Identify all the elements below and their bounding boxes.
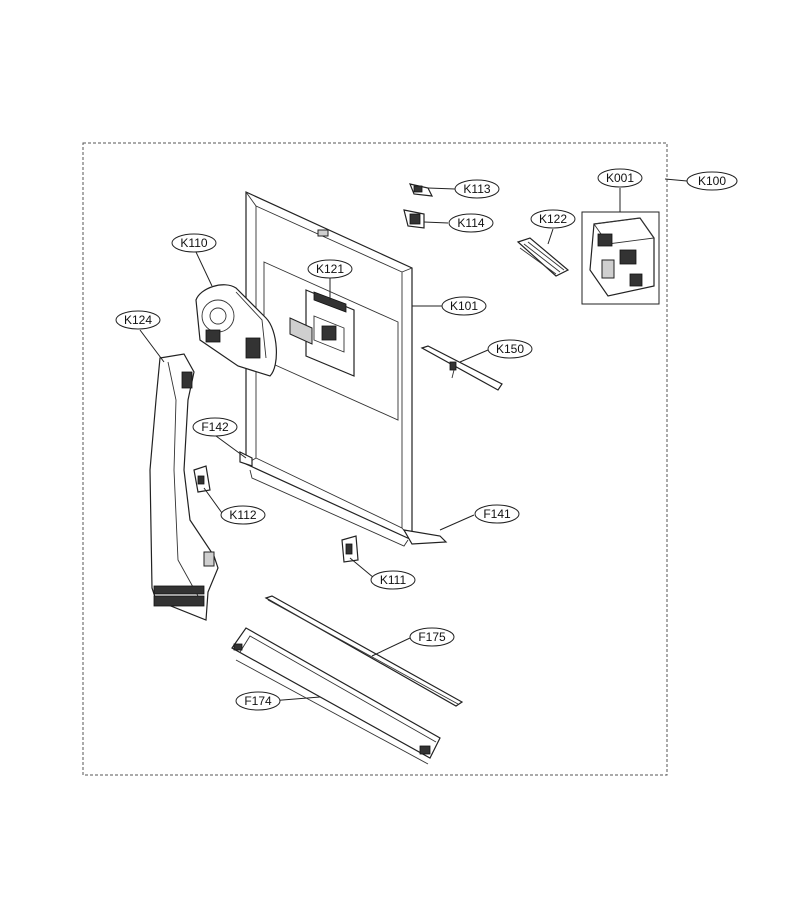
callout-f174: F174 <box>235 691 281 711</box>
callout-k100: K100 <box>686 171 738 191</box>
callout-f142: F142 <box>192 417 238 437</box>
label-k100: K100 <box>698 174 726 188</box>
callout-k122: K122 <box>530 209 576 229</box>
callout-k101: K101 <box>441 296 487 316</box>
label-k001: K001 <box>606 171 634 185</box>
label-k124: K124 <box>124 313 152 327</box>
callout-f175: F175 <box>409 627 455 647</box>
label-f142: F142 <box>201 420 229 434</box>
assembly-boundary <box>82 142 668 776</box>
callout-f141: F141 <box>474 504 520 524</box>
callout-k110: K110 <box>171 233 217 253</box>
control-module-k001 <box>589 217 655 297</box>
latch-k114 <box>403 209 425 229</box>
vent-module-k110 <box>195 284 277 377</box>
channel-f174 <box>231 627 441 765</box>
callout-k111: K111 <box>370 570 416 590</box>
label-k114: K114 <box>457 216 484 230</box>
side-trim-k124 <box>149 353 219 621</box>
callout-k113: K113 <box>454 179 500 199</box>
clip-k112 <box>193 465 211 493</box>
callout-k114: K114 <box>448 213 494 233</box>
callout-k124: K124 <box>115 310 161 330</box>
label-k122: K122 <box>539 212 567 226</box>
label-k101: K101 <box>450 299 478 313</box>
callout-k112: K112 <box>220 505 266 525</box>
label-k121: K121 <box>316 262 344 276</box>
label-k110: K110 <box>180 236 207 250</box>
rail-k150 <box>420 345 503 391</box>
bracket-k113 <box>409 183 434 197</box>
dispenser-k121 <box>289 289 355 377</box>
grille-k122 <box>516 237 570 277</box>
label-f175: F175 <box>418 630 446 644</box>
callout-k150: K150 <box>487 339 533 359</box>
label-k111: K111 <box>380 573 407 587</box>
leader-lines <box>139 178 688 702</box>
label-k150: K150 <box>496 342 524 356</box>
callout-k001: K001 <box>597 168 643 188</box>
clip-k111 <box>341 535 359 563</box>
label-f174: F174 <box>244 694 272 708</box>
bar-f175 <box>264 595 464 707</box>
label-f141: F141 <box>483 507 511 521</box>
label-k113: K113 <box>463 182 490 196</box>
callout-k121: K121 <box>307 259 353 279</box>
label-k112: K112 <box>229 508 256 522</box>
